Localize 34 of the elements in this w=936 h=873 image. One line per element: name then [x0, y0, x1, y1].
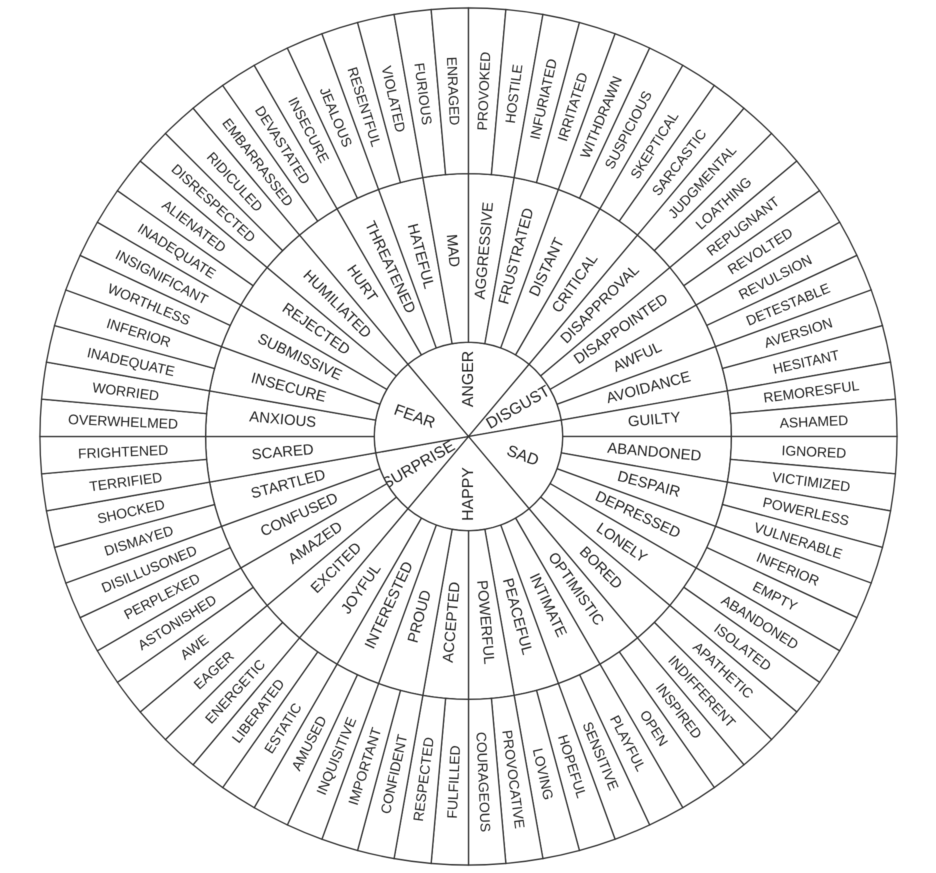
emotion-label: FURIOUS: [410, 62, 435, 126]
emotion-label: VIOLATED: [378, 64, 408, 134]
emotion-label: ANXIOUS: [248, 409, 316, 432]
emotion-label: IGNORED: [780, 442, 846, 461]
emotion-label: ANGER: [460, 350, 476, 408]
emotion-label: SHOCKED: [95, 496, 166, 527]
emotion-label: SCARED: [250, 442, 314, 464]
emotion-label: HESITANT: [770, 346, 840, 377]
emotion-label: FULFILLED: [443, 744, 462, 819]
emotion-label: FRIGHTENED: [77, 442, 168, 462]
emotion-label: COURAGEOUS: [472, 732, 494, 832]
emotion-label: RESPECTED: [409, 736, 436, 822]
emotion-label: LOVING: [529, 746, 556, 802]
emotion-label: ACCEPTED: [440, 581, 464, 664]
emotion-label: AGGRESSIVE: [472, 201, 496, 300]
emotion-label: VICTIMIZED: [770, 468, 851, 495]
emotion-label: ABANDONED: [606, 440, 702, 465]
emotion-label: POWERFUL: [472, 580, 496, 665]
emotion-label: REMORESFUL: [762, 377, 860, 406]
emotion-label: SAD: [504, 442, 540, 470]
emotion-label: MAD: [442, 234, 462, 268]
emotion-label: PROVOCATIVE: [498, 729, 528, 830]
emotion-label: ENRAGED: [443, 56, 462, 126]
wheel-segment: [430, 7, 469, 176]
emotion-label: HAPPY: [460, 467, 476, 521]
emotion-label: TERRIFIED: [88, 468, 163, 494]
emotion-label: HOSTILE: [501, 63, 525, 124]
emotion-label: GUILTY: [626, 410, 681, 430]
wheel-segment: [38, 436, 207, 474]
emotion-label: FEAR: [391, 402, 437, 432]
emotion-label: WORRIED: [90, 379, 160, 404]
emotion-label: OVERWHELMED: [67, 411, 178, 432]
emotion-label: PROVOKED: [473, 51, 493, 131]
emotion-label: ASHAMED: [778, 412, 848, 431]
